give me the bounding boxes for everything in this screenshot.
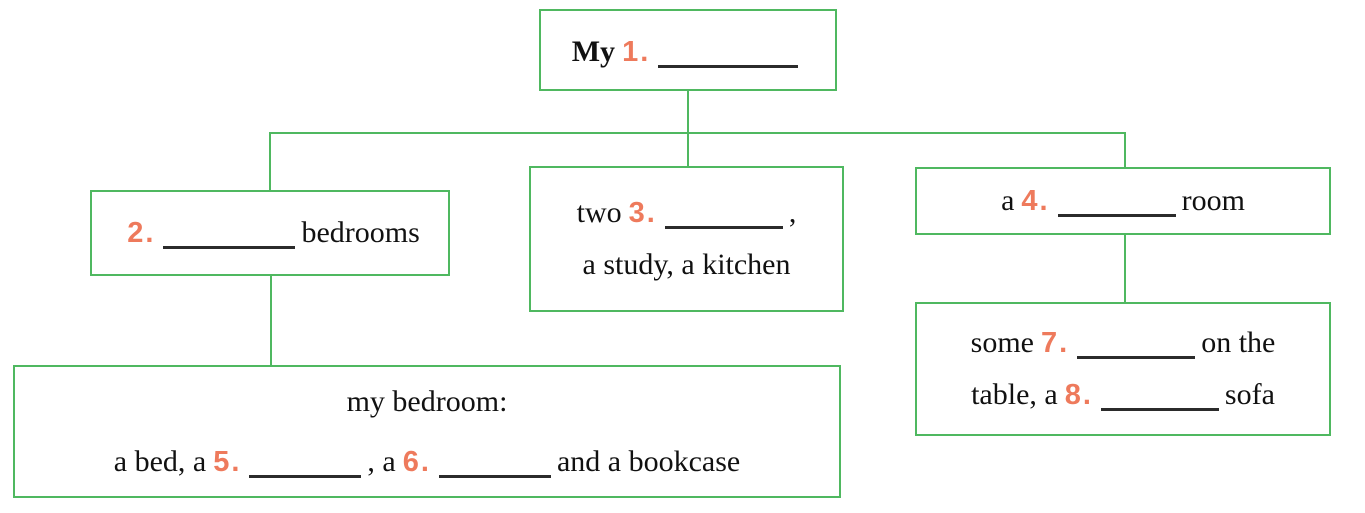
livingroom-suffix-text: room xyxy=(1181,184,1245,217)
blank-number-6: 6 xyxy=(402,445,419,478)
title-prefix-text: My xyxy=(571,35,616,68)
livingroom-prefix-text: a xyxy=(1001,184,1015,217)
blank-number-3: 3 xyxy=(628,197,645,229)
furniture-node: some 7 . on the table, a 8 . sofa xyxy=(915,302,1331,436)
fill-in-blank-1[interactable] xyxy=(658,45,799,68)
connector-bus-to-bedrooms xyxy=(269,132,271,191)
rooms-suffix-text: , xyxy=(788,196,797,229)
blank-number-4: 4 xyxy=(1021,185,1038,217)
title-line: My 1 . xyxy=(571,35,805,68)
connector-bedrooms-to-my-bedroom xyxy=(270,275,272,366)
sofa-prefix-text: table, a xyxy=(971,378,1058,411)
rooms-node: two 3 . , a study, a kitchen xyxy=(529,166,844,312)
blank-number-2: 2 xyxy=(127,217,144,249)
my-home-title-node: My 1 . xyxy=(539,9,837,91)
connector-title-to-bus xyxy=(687,90,689,134)
mybedroom-heading: my bedroom: xyxy=(346,384,508,418)
bedrooms-node: 2 . bedrooms xyxy=(90,190,450,276)
connector-bus-to-livingroom xyxy=(1124,132,1126,168)
connector-livingroom-to-furniture xyxy=(1124,234,1126,303)
blank-number-6-dot: . xyxy=(420,445,429,478)
sofa-suffix-text: sofa xyxy=(1224,378,1275,411)
fill-in-blank-7[interactable] xyxy=(1077,336,1196,359)
blank-number-8: 8 xyxy=(1064,379,1081,411)
bedrooms-suffix-text: bedrooms xyxy=(301,216,420,249)
mybedroom-items-line: a bed, a 5 . , a 6 . and a bookcase xyxy=(113,444,741,478)
blank-number-1: 1 xyxy=(622,36,639,68)
fill-in-blank-3[interactable] xyxy=(664,206,783,229)
furniture-line-1: some 7 . on the xyxy=(970,326,1276,359)
connector-horizontal-bus xyxy=(269,132,1126,134)
blank-number-3-dot: . xyxy=(646,197,655,229)
blank-number-5-dot: . xyxy=(231,445,240,478)
livingroom-line: a 4 . room xyxy=(1001,184,1245,217)
furniture-prefix-text: some xyxy=(970,326,1034,359)
connector-bus-to-rooms xyxy=(687,132,689,167)
blank-number-5: 5 xyxy=(213,445,230,478)
fill-in-blank-4[interactable] xyxy=(1057,194,1176,217)
fill-in-blank-6[interactable] xyxy=(438,455,551,478)
rooms-prefix-text: two xyxy=(576,196,622,229)
fill-in-blank-2[interactable] xyxy=(163,226,296,249)
bedrooms-line: 2 . bedrooms xyxy=(120,216,420,249)
blank-number-1-dot: . xyxy=(640,36,649,68)
rooms-line-2: a study, a kitchen xyxy=(583,250,791,280)
my-bedroom-node: my bedroom: a bed, a 5 . , a 6 . and a b… xyxy=(13,365,841,498)
fill-in-blank-8[interactable] xyxy=(1100,388,1219,411)
living-room-node: a 4 . room xyxy=(915,167,1331,235)
furniture-line-2: table, a 8 . sofa xyxy=(971,378,1275,411)
fill-in-blank-5[interactable] xyxy=(249,455,362,478)
blank-number-7: 7 xyxy=(1040,327,1058,359)
blank-number-4-dot: . xyxy=(1039,185,1048,217)
blank-number-2-dot: . xyxy=(145,217,154,249)
blank-number-8-dot: . xyxy=(1082,379,1091,411)
furniture-suffix-text: on the xyxy=(1201,326,1276,359)
mybedroom-prefix-text: a bed, a xyxy=(113,444,207,478)
mybedroom-heading-text: my bedroom: xyxy=(346,384,508,418)
blank-number-7-dot: . xyxy=(1059,327,1068,359)
mybedroom-mid-text: , a xyxy=(367,444,396,478)
mybedroom-suffix-text: and a bookcase xyxy=(556,444,741,478)
rooms-line-1: two 3 . , xyxy=(576,196,797,229)
rooms-static-text: a study, a kitchen xyxy=(582,248,791,281)
